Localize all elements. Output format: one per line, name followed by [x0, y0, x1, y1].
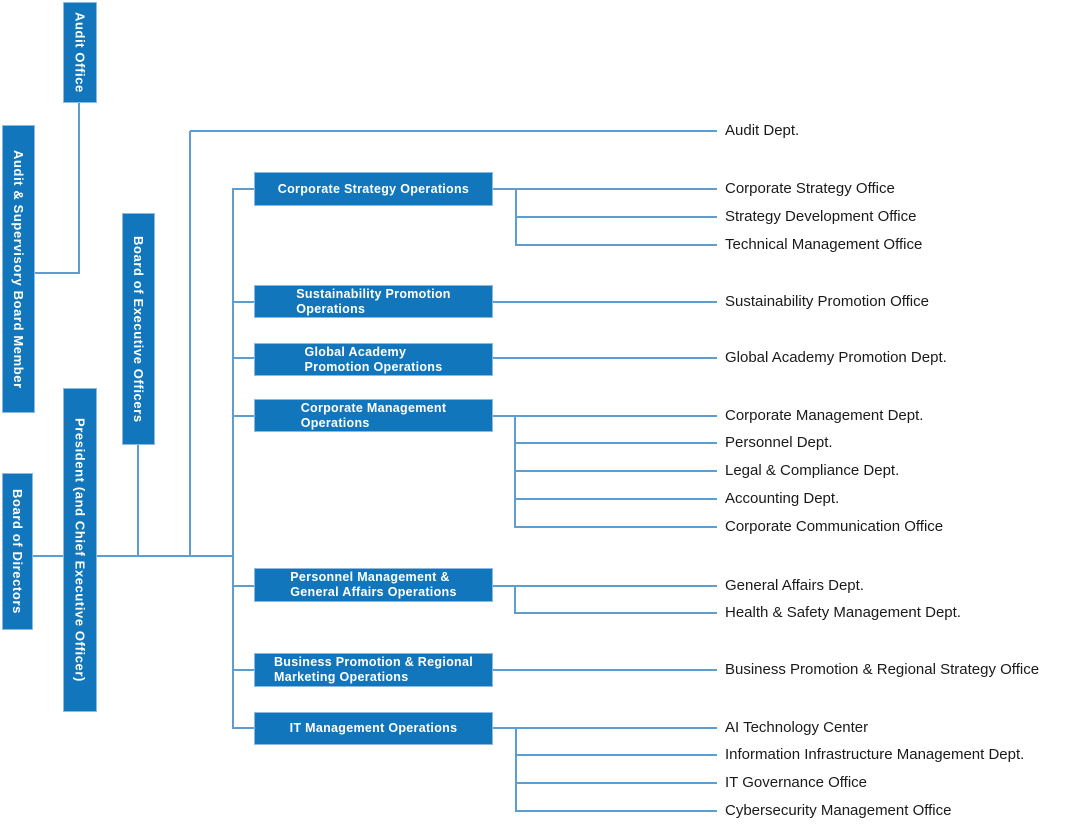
connector-line: [493, 669, 717, 671]
connector-line: [233, 669, 255, 671]
connector-line: [515, 612, 717, 614]
label-corporate-management-dept: Corporate Management Dept.: [725, 407, 924, 424]
op-box-label: Corporate Management: [300, 400, 447, 415]
connector-line: [493, 415, 717, 417]
label-corporate-strategy-office: Corporate Strategy Office: [725, 180, 895, 197]
connector-line: [515, 727, 517, 812]
op-box-corporate-strategy-operations: Corporate Strategy Operations: [254, 172, 493, 206]
label-legal-compliance-dept: Legal & Compliance Dept.: [725, 462, 900, 479]
connector-line: [35, 272, 80, 274]
label-global-academy-promotion-dept: Global Academy Promotion Dept.: [725, 349, 947, 366]
op-box-label: Operations: [296, 301, 366, 316]
connector-line: [515, 470, 717, 472]
label-sustainability-promotion-office: Sustainability Promotion Office: [725, 293, 929, 310]
connector-line: [516, 782, 717, 784]
connector-line: [233, 727, 255, 729]
label-personnel-dept: Personnel Dept.: [725, 434, 833, 451]
connector-line: [514, 585, 516, 614]
op-box-business-promotion-regional-marketing-operations: Business Promotion & Regional Marketing …: [254, 653, 493, 687]
connector-line: [33, 555, 234, 557]
connector-line: [233, 357, 255, 359]
label-health-safety-management-dept: Health & Safety Management Dept.: [725, 604, 961, 621]
org-box-board-of-executive-officers: Board of Executive Officers: [122, 213, 155, 445]
connector-line: [78, 103, 80, 273]
connector-line: [190, 130, 717, 132]
label-cybersecurity-management-office: Cybersecurity Management Office: [725, 802, 952, 819]
org-box-president-ceo: President (and Chief Executive Officer): [63, 388, 97, 712]
connector-line: [493, 357, 717, 359]
connector-line: [516, 754, 717, 756]
connector-line: [493, 727, 717, 729]
label-it-governance-office: IT Governance Office: [725, 774, 868, 791]
org-box-audit-supervisory-board-member: Audit & Supervisory Board Member: [2, 125, 35, 413]
connector-line: [189, 131, 191, 556]
op-box-label: Global Academy: [304, 344, 407, 359]
op-box-label: Sustainability Promotion: [296, 286, 451, 301]
op-box-label: Corporate Strategy Operations: [277, 181, 470, 196]
connector-line: [233, 301, 255, 303]
label-technical-management-office: Technical Management Office: [725, 236, 923, 253]
connector-line: [232, 188, 234, 729]
connector-line: [233, 188, 255, 190]
connector-line: [515, 442, 717, 444]
op-box-sustainability-promotion-operations: Sustainability Promotion Operations: [254, 285, 493, 318]
connector-line: [515, 498, 717, 500]
label-accounting-dept: Accounting Dept.: [725, 490, 840, 507]
connector-line: [233, 415, 255, 417]
connector-line: [493, 301, 717, 303]
label-information-infrastructure-management-dept: Information Infrastructure Management De…: [725, 746, 1025, 763]
op-box-label: General Affairs Operations: [290, 585, 457, 599]
label-ai-technology-center: AI Technology Center: [725, 719, 869, 736]
op-box-label: Promotion Operations: [304, 359, 443, 374]
op-box-it-management-operations: IT Management Operations: [254, 712, 493, 745]
op-box-label: Marketing Operations: [273, 670, 409, 684]
connector-line: [516, 244, 717, 246]
op-box-label: Business Promotion & Regional: [273, 655, 473, 669]
op-box-global-academy-promotion-operations: Global Academy Promotion Operations: [254, 343, 493, 376]
op-box-corporate-management-operations: Corporate Management Operations: [254, 399, 493, 432]
label-general-affairs-dept: General Affairs Dept.: [725, 577, 864, 594]
connector-line: [493, 585, 717, 587]
label-corporate-communication-office: Corporate Communication Office: [725, 518, 944, 535]
connector-line: [515, 526, 717, 528]
connector-line: [516, 216, 717, 218]
label-strategy-development-office: Strategy Development Office: [725, 208, 917, 225]
org-box-audit-office: Audit Office: [63, 2, 97, 103]
connector-line: [137, 445, 139, 556]
op-box-label: IT Management Operations: [289, 721, 458, 735]
op-box-personnel-management-general-affairs-operations: Personnel Management & General Affairs O…: [254, 568, 493, 602]
label-business-promotion-regional-strategy-office: Business Promotion & Regional Strategy O…: [725, 661, 1040, 678]
connector-line: [493, 188, 717, 190]
connector-line: [233, 585, 255, 587]
label-audit-dept: Audit Dept.: [725, 122, 800, 139]
org-box-board-of-directors: Board of Directors: [2, 473, 33, 630]
op-box-label: Personnel Management &: [290, 570, 450, 584]
connector-line: [516, 810, 717, 812]
op-box-label: Operations: [300, 415, 370, 430]
